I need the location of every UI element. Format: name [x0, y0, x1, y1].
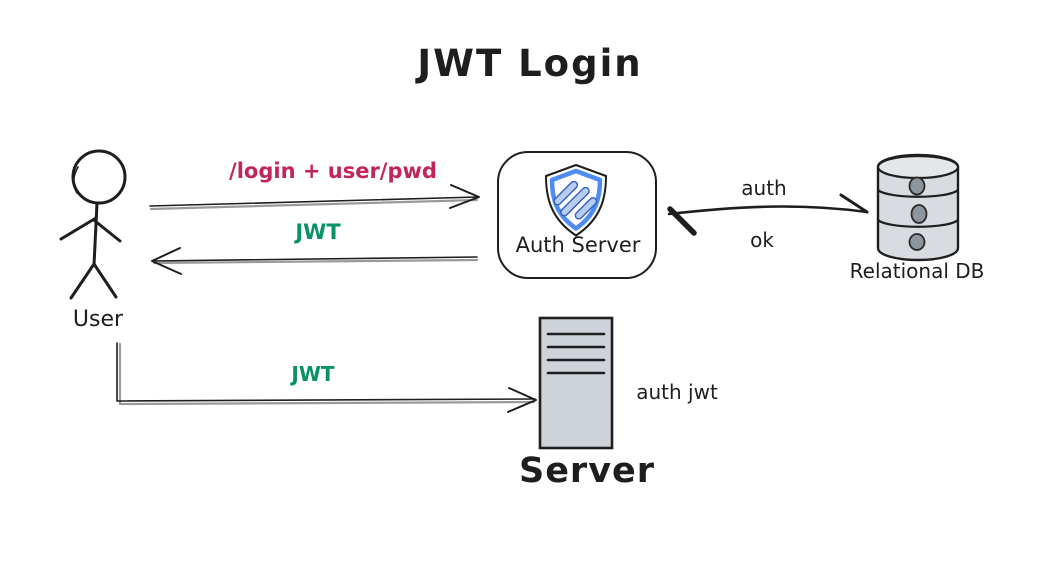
auth-server-label: Auth Server: [515, 233, 641, 257]
login-request-label: /login + user/pwd: [229, 159, 437, 183]
shield-icon: [544, 163, 608, 237]
jwt-response-label: JWT: [295, 220, 341, 244]
database-icon: [876, 153, 960, 262]
server-tower-icon: [538, 316, 614, 450]
auth-ok-arrow: [667, 193, 869, 236]
user-stick-figure-icon: [59, 149, 127, 300]
auth-server-box: [497, 151, 657, 279]
auth-ok-label-bottom: ok: [750, 228, 774, 252]
diagram-title: JWT Login: [417, 42, 643, 85]
relational-db-label: Relational DB: [849, 259, 985, 283]
shield-stripes: [553, 180, 598, 220]
auth-ok-label-top: auth: [741, 176, 787, 200]
login-request-arrow: [149, 184, 480, 211]
server-label: Server: [518, 451, 656, 491]
user-label: User: [72, 307, 124, 332]
jwt-to-server-arrow: [116, 342, 537, 413]
jwt-response-arrow: [151, 247, 479, 275]
server-side-note: auth jwt: [636, 380, 718, 404]
jwt-to-server-label: JWT: [291, 362, 335, 386]
